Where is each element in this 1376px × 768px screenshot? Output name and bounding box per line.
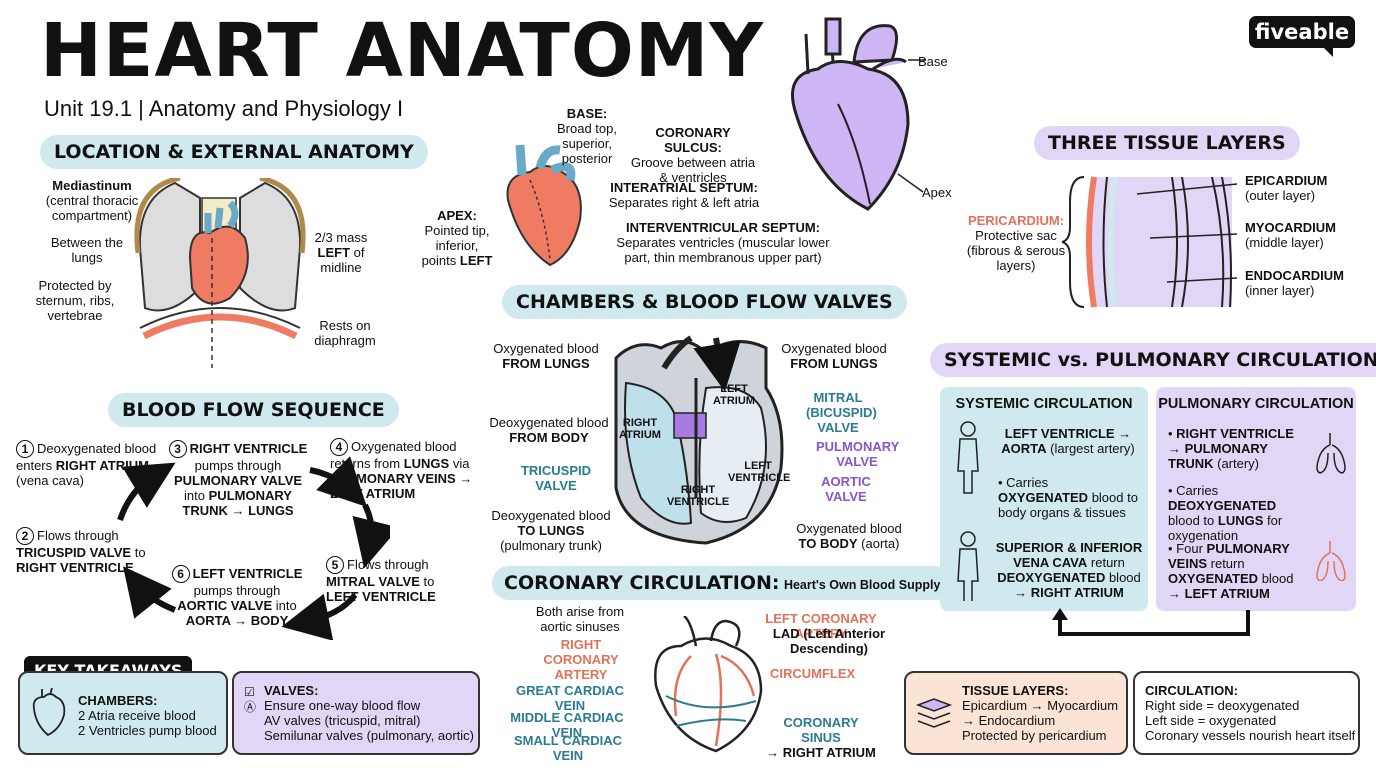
left-ventricle-label: LEFT VENTRICLE <box>728 460 791 484</box>
systemic-panel: SYSTEMIC CIRCULATION LEFT VENTRICLE → AO… <box>940 387 1148 611</box>
diaphragm-label: Rests on diaphragm <box>314 318 376 348</box>
right-ventricle-label: RIGHT VENTRICLE <box>666 484 730 508</box>
takeaway-tissue: TISSUE LAYERS:Epicardium → Myocardium→ E… <box>904 671 1128 755</box>
right-coronary-artery-label: RIGHT CORONARY ARTERY <box>543 637 619 682</box>
systemic-point-2: • Carries OXYGENATED blood to body organ… <box>998 475 1138 520</box>
left-coronary-artery-label: LEFT CORONARY ARTERY <box>765 611 877 641</box>
heart-icon <box>32 687 66 737</box>
deoxygenated-to-lungs: Deoxygenated blood TO LUNGS(pulmonary tr… <box>491 508 611 553</box>
base-label: BASE:Broad top, superior, posterior <box>557 106 617 166</box>
left-atrium-label: LEFT ATRIUM <box>713 383 755 407</box>
coronary-sinus-label: CORONARY SINUS→ RIGHT ATRIUM <box>766 715 876 760</box>
coronary-heart-illustration <box>654 616 763 753</box>
big-heart-illustration <box>791 17 926 211</box>
flow-cycle-arrows <box>117 456 390 640</box>
circumflex-label: CIRCUMFLEX <box>770 666 856 681</box>
protected-label: Protected by sternum, ribs, vertebrae <box>35 278 115 323</box>
interatrial-septum-label: INTERATRIAL SEPTUM:Separates right & lef… <box>608 180 760 210</box>
epicardium-label: EPICARDIUM(outer layer) <box>1245 173 1328 203</box>
mediastinum-label: Mediastinum(central thoracic compartment… <box>45 178 139 223</box>
systemic-title: SYSTEMIC CIRCULATION <box>955 396 1133 412</box>
systemic-point-1: LEFT VENTRICLE → AORTA (largest artery) <box>1001 426 1135 456</box>
thorax-illustration <box>134 178 306 368</box>
small-cardiac-vein-label: SMALL CARDIAC VEIN <box>513 733 623 763</box>
pulmonary-point-1: • RIGHT VENTRICLE → PULMONARY TRUNK (art… <box>1168 426 1294 471</box>
aortic-valve-label: AORTIC VALVE <box>821 474 871 504</box>
circulation-loop-arrow <box>1052 608 1250 636</box>
body-figures-icon <box>957 421 979 601</box>
great-cardiac-vein-label: GREAT CARDIAC VEIN <box>515 683 625 713</box>
pulmonary-valve-label: PULMONARY VALVE <box>816 439 900 469</box>
page-subtitle: Unit 19.1 | Anatomy and Physiology I <box>44 96 404 121</box>
lad-label: LAD (Left Anterior Descending) <box>772 626 886 656</box>
tissue-layers-illustration <box>1062 176 1238 308</box>
endocardium-label: ENDOCARDIUM(inner layer) <box>1245 268 1344 298</box>
middle-cardiac-vein-label: MIDDLE CARDIAC VEIN <box>510 710 624 740</box>
myocardium-label: MYOCARDIUM(middle layer) <box>1245 220 1336 250</box>
coronary-sulcus-label: CORONARY SULCUS:Groove between atria & v… <box>630 125 756 185</box>
external-heart-illustration <box>506 144 582 267</box>
right-atrium-label: RIGHT ATRIUM <box>619 417 661 441</box>
tissue-heading: THREE TISSUE LAYERS <box>1034 126 1300 160</box>
chambers-heart-illustration <box>614 328 784 545</box>
heart-base-label: Base <box>918 54 948 69</box>
blood-flow-heading: BLOOD FLOW SEQUENCE <box>108 393 399 427</box>
chambers-heading: CHAMBERS & BLOOD FLOW VALVES <box>502 285 907 319</box>
both-arise-label: Both arise from aortic sinuses <box>535 604 625 634</box>
heart-apex-label: Apex <box>922 185 952 200</box>
valve-check-icons: ☑Ⓐ <box>244 685 257 714</box>
page-title: HEART ANATOMY <box>40 8 764 94</box>
between-lungs-label: Between the lungs <box>50 235 124 265</box>
pulmonary-point-2: • Carries DEOXYGENATED blood to LUNGS fo… <box>1168 483 1283 543</box>
pulmonary-point-3: • Four PULMONARY VEINS return OXYGENATED… <box>1168 541 1294 601</box>
layers-icon <box>915 698 953 728</box>
coronary-heading: CORONARY CIRCULATION: Heart's Own Blood … <box>492 566 953 600</box>
pulmonary-panel: PULMONARY CIRCULATION • RIGHT VENTRICLE … <box>1156 387 1356 611</box>
lungs-icon <box>1316 433 1346 581</box>
apex-label: APEX:Pointed tip, inferior, points LEFT <box>421 208 493 268</box>
circulation-heading: SYSTEMIC vs. PULMONARY CIRCULATION <box>930 343 1376 377</box>
mitral-valve-label: MITRAL (BICUSPID) VALVE <box>806 390 877 435</box>
pericardium-label: PERICARDIUM:Protective sac (fibrous & se… <box>966 213 1066 273</box>
location-heading: LOCATION & EXTERNAL ANATOMY <box>40 135 428 169</box>
fiveable-logo[interactable]: fiveable <box>1249 16 1355 57</box>
pulmonary-title: PULMONARY CIRCULATION <box>1158 396 1354 412</box>
tricuspid-valve-label: TRICUSPID VALVE <box>520 463 592 493</box>
interventricular-septum-label: INTERVENTRICULAR SEPTUM:Separates ventri… <box>616 220 830 265</box>
systemic-point-3: SUPERIOR & INFERIOR VENA CAVA return DEO… <box>995 540 1143 600</box>
